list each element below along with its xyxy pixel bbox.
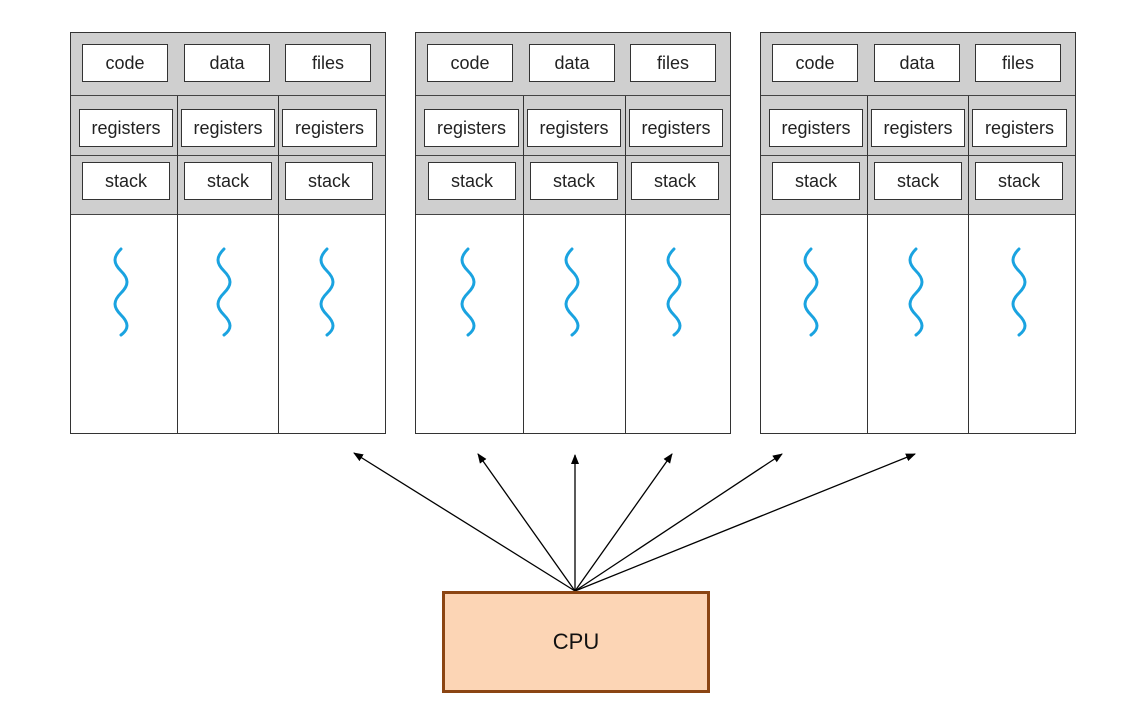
thread-divider [867, 96, 868, 433]
thread-3-registers: registers [972, 109, 1067, 147]
row-divider [761, 155, 1075, 156]
arrow-to-process-1 [353, 452, 576, 592]
shared-resources-band: code data files [761, 33, 1075, 96]
arrow-to-process-2-right [574, 453, 673, 592]
thread-2-icon [908, 247, 924, 337]
data-segment: data [874, 44, 960, 82]
code-segment: code [427, 44, 513, 82]
process-1: code data files registers registers regi… [70, 32, 386, 434]
thread-2-registers: registers [871, 109, 965, 147]
code-segment: code [772, 44, 858, 82]
shared-resources-band: code data files [416, 33, 730, 96]
thread-2-icon [564, 247, 580, 337]
process-3: code data files registers registers regi… [760, 32, 1076, 434]
thread-divider [968, 96, 969, 433]
cpu-label: CPU [552, 629, 600, 654]
thread-2-registers: registers [181, 109, 275, 147]
thread-divider [523, 96, 524, 433]
row-divider [71, 155, 385, 156]
thread-1-icon [460, 247, 476, 337]
thread-1-stack: stack [82, 162, 170, 200]
shared-resources-band: code data files [71, 33, 385, 96]
data-segment: data [529, 44, 615, 82]
thread-1-registers: registers [424, 109, 519, 147]
files-segment: files [975, 44, 1061, 82]
thread-1-stack: stack [772, 162, 860, 200]
thread-1-icon [803, 247, 819, 337]
row-divider [416, 155, 730, 156]
thread-3-icon [666, 247, 682, 337]
arrow-to-process-3-left [574, 453, 783, 592]
thread-3-stack: stack [631, 162, 719, 200]
thread-divider [177, 96, 178, 433]
files-segment: files [630, 44, 716, 82]
thread-2-icon [216, 247, 232, 337]
thread-1-registers: registers [79, 109, 173, 147]
thread-3-registers: registers [629, 109, 723, 147]
thread-3-icon [319, 247, 335, 337]
thread-3-stack: stack [285, 162, 373, 200]
process-2: code data files registers registers regi… [415, 32, 731, 434]
code-segment: code [82, 44, 168, 82]
thread-divider [625, 96, 626, 433]
arrow-to-process-3-right [574, 453, 916, 592]
thread-2-stack: stack [184, 162, 272, 200]
thread-3-stack: stack [975, 162, 1063, 200]
data-segment: data [184, 44, 270, 82]
thread-3-registers: registers [282, 109, 377, 147]
thread-divider [278, 96, 279, 433]
thread-2-registers: registers [527, 109, 621, 147]
thread-2-stack: stack [874, 162, 962, 200]
files-segment: files [285, 44, 371, 82]
thread-3-icon [1011, 247, 1027, 337]
thread-1-icon [113, 247, 129, 337]
thread-1-registers: registers [769, 109, 863, 147]
thread-1-stack: stack [428, 162, 516, 200]
thread-2-stack: stack [530, 162, 618, 200]
arrow-to-process-2-left [477, 453, 576, 592]
cpu-box: CPU [442, 591, 710, 693]
